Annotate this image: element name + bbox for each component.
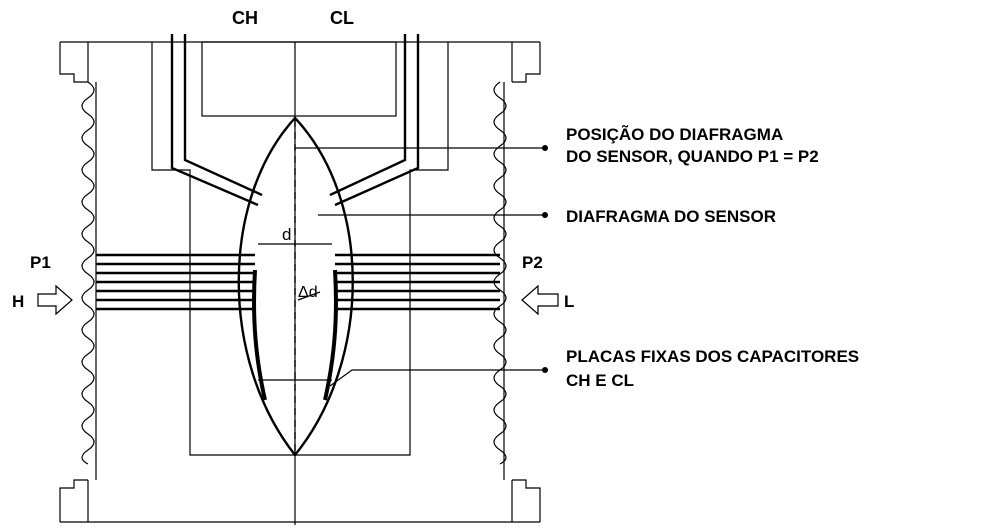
position-callout-line1: POSIÇÃO DO DIAFRAGMA (566, 124, 783, 144)
plates-callout-line1: PLACAS FIXAS DOS CAPACITORES (566, 347, 859, 366)
l-pressure-arrow (521, 284, 559, 316)
ch-label: CH (232, 8, 258, 28)
position-callout-line2: DO SENSOR, QUANDO P1 = P2 (566, 147, 819, 166)
h-pressure-arrow (37, 284, 73, 316)
cl-label: CL (330, 8, 354, 28)
p2-label: P2 (522, 253, 543, 272)
d-label: d (282, 225, 291, 244)
l-label: L (564, 292, 574, 311)
p1-label: P1 (30, 253, 51, 272)
capacitor-plates (96, 253, 500, 311)
left-bellows (81, 81, 95, 465)
diaphragm-callout: DIAFRAGMA DO SENSOR (566, 207, 776, 226)
plates-callout-line2: CH E CL (566, 371, 634, 390)
delta-d-label: Δd (298, 284, 318, 301)
electrode-tubes (170, 34, 420, 207)
callout-line-plates (329, 369, 545, 387)
h-label: H (12, 292, 24, 311)
